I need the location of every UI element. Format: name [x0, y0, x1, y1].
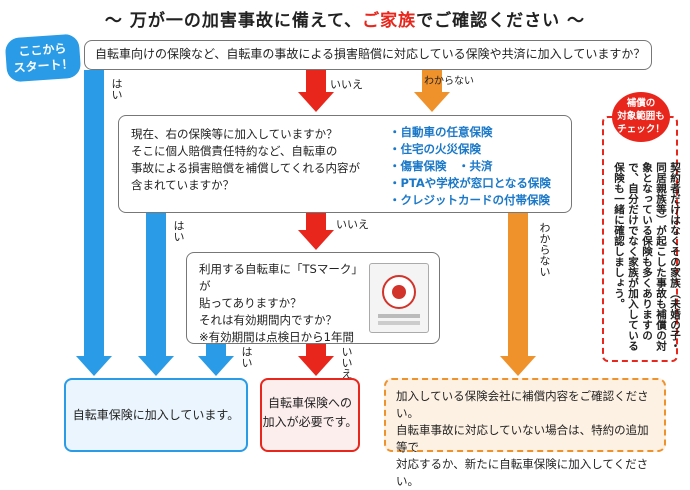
result-insured: 自転車保険に加入しています。 [64, 378, 248, 452]
question-2-line: そこに個人賠償責任特約など、自転車の [131, 144, 338, 158]
result-need-line2: 加入が必要です。 [262, 415, 358, 429]
coverage-note-text: 契約者だけはなくその家族（未婚の子・同居親族等）が起こした事故も補償の対象となっ… [613, 162, 681, 351]
question-1-text: 自転車向けの保険など、自転車の事故による損害賠償に対応している保険や共済に加入し… [95, 47, 646, 61]
label-q1-yes: はい [110, 78, 123, 100]
label-q3-no: いいえ [340, 346, 353, 379]
coverage-note-box: 契約者だけはなくその家族（未婚の子・同居親族等）が起こした事故も補償の対象となっ… [602, 116, 681, 362]
title-prefix: ～ 万が一の加害事故に備えて、 [104, 11, 363, 31]
question-3-text: 利用する自転車に「TSマーク」が 貼ってありますか？ それは有効期間内ですか？ … [199, 261, 359, 346]
question-2-text: 現在、右の保険等に加入していますか？ そこに個人賠償責任特約など、自転車の 事故… [131, 126, 381, 194]
question-3-line: 貼ってありますか？ [199, 296, 302, 310]
arrow-q3-no [298, 344, 334, 376]
question-3: 利用する自転車に「TSマーク」が 貼ってありますか？ それは有効期間内ですか？ … [186, 252, 440, 344]
question-2-line: 事故による損害賠償を補償してくれる内容が [131, 161, 360, 175]
question-2-line: 現在、右の保険等に加入していますか？ [131, 127, 338, 141]
badge-line: 補償の [626, 98, 656, 109]
result-confirm: 加入している保険会社に補償内容をご確認ください。 自転車事故に対応していない場合… [384, 378, 666, 488]
label-q3-yes: はい [240, 346, 253, 368]
question-2: 現在、右の保険等に加入していますか？ そこに個人賠償責任特約など、自転車の 事故… [118, 115, 572, 213]
result-confirm-line: 対応するか、新たに自転車保険に加入してください。 [396, 457, 649, 488]
flow-arrows [76, 70, 536, 376]
insurance-type-item: ・PTAや学校が窓口となる保険 [389, 176, 551, 190]
arrow-q1-unknown [414, 70, 450, 112]
result-insured-text: 自転車保険に加入しています。 [72, 408, 240, 422]
question-3-line: ※有効期間は点検日から1年間 [199, 330, 354, 344]
arrow-q2-no [298, 213, 334, 250]
question-1: 自転車向けの保険など、自転車の事故による損害賠償に対応している保険や共済に加入し… [84, 40, 652, 70]
arrow-q1-no [298, 70, 334, 112]
title-highlight: ご家族 [362, 11, 417, 31]
ts-mark-icon [378, 275, 420, 325]
page-title: ～ 万が一の加害事故に備えて、ご家族でご確認ください ～ [0, 6, 690, 31]
result-need-line1: 自転車保険への [267, 396, 352, 410]
question-3-line: それは有効期間内ですか？ [199, 313, 337, 327]
arrow-q2-yes [138, 213, 174, 376]
result-confirm-line: 加入している保険会社に補償内容をご確認ください。 [396, 389, 649, 420]
ts-mark-image [369, 263, 429, 333]
insurance-type-item: ・自動車の任意保険 [389, 125, 493, 139]
badge-line: チェック！ [617, 124, 665, 135]
label-q2-no: いいえ [336, 218, 369, 231]
arrow-q3-yes [198, 344, 234, 376]
insurance-type-item: ・クレジットカードの付帯保険 [389, 193, 550, 207]
badge-line: 対象範囲も [617, 111, 665, 122]
insurance-type-item: ・住宅の火災保険 [389, 142, 481, 156]
insurance-type-item: ・傷害保険 ・共済 [389, 159, 493, 173]
result-need-insurance: 自転車保険への 加入が必要です。 [260, 378, 360, 452]
arrow-q1-yes [76, 70, 112, 376]
result-confirm-line: 自転車事故に対応していない場合は、特約の追加等で [396, 423, 649, 454]
title-suffix: でご確認ください ～ [416, 11, 586, 31]
start-badge: ここから スタート！ [4, 33, 82, 83]
label-q1-no: いいえ [330, 78, 363, 91]
label-q1-unknown: わからない [424, 76, 474, 87]
arrow-q2-unknown [500, 213, 536, 376]
label-q2-unknown: わからない [538, 222, 551, 277]
coverage-check-badge: 補償の 対象範囲も チェック！ [612, 92, 670, 142]
question-3-line: 利用する自転車に「TSマーク」が [199, 262, 358, 293]
question-2-line: 含まれていますか？ [131, 178, 235, 192]
label-q2-yes: はい [172, 220, 185, 242]
insurance-type-list: ・自動車の任意保険 ・住宅の火災保険 ・傷害保険 ・共済 ・PTAや学校が窓口と… [389, 124, 551, 209]
